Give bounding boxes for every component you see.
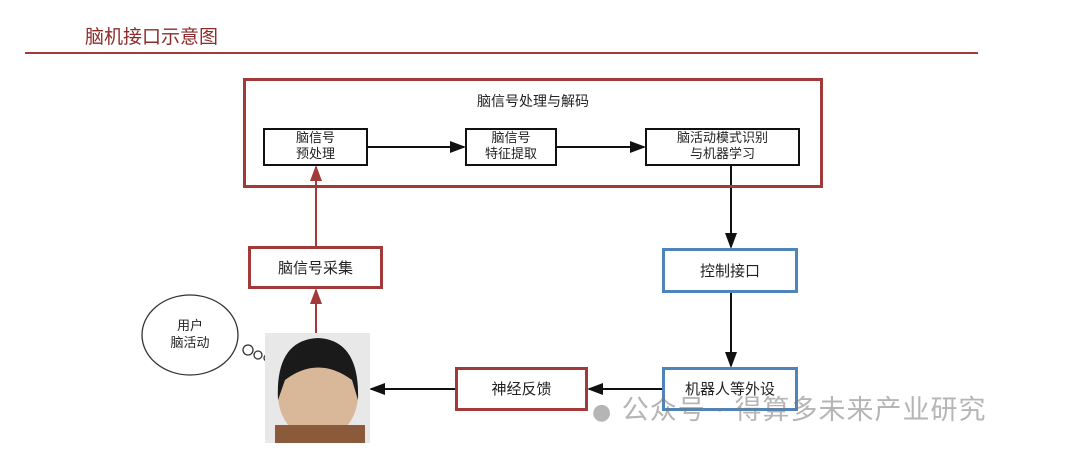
thought-cloud-icon xyxy=(141,294,271,376)
thought-line1: 用户 xyxy=(176,319,203,334)
wechat-icon: ● xyxy=(592,400,613,425)
feature-line1: 脑信号 xyxy=(491,131,531,146)
pattern-recognition-box: 脑活动模式识别与机器学习 xyxy=(645,128,800,166)
feature-line2: 特征提取 xyxy=(484,147,537,162)
preprocess-box: 脑信号预处理 xyxy=(263,128,368,166)
user-photo xyxy=(265,333,370,443)
preprocess-line2: 预处理 xyxy=(295,147,335,162)
figure-title: 脑机接口示意图 xyxy=(85,26,219,48)
processing-group-title: 脑信号处理与解码 xyxy=(477,94,589,110)
preprocess-line1: 脑信号 xyxy=(295,131,335,146)
recognition-line1: 脑活动模式识别 xyxy=(676,131,768,146)
control-interface-box: 控制接口 xyxy=(662,248,798,293)
title-divider xyxy=(25,52,978,54)
thought-text: 用户脑活动 xyxy=(150,318,230,352)
processing-decoding-group xyxy=(243,78,823,188)
signal-acquisition-box: 脑信号采集 xyxy=(248,246,383,289)
peripherals-box: 机器人等外设 xyxy=(662,367,798,411)
thought-line2: 脑活动 xyxy=(170,336,210,351)
neural-feedback-box: 神经反馈 xyxy=(455,367,588,411)
watermark-text: 公众号 · 得算多未来产业研究 xyxy=(621,395,987,426)
watermark: ● 公众号 · 得算多未来产业研究 xyxy=(592,388,987,427)
recognition-line2: 与机器学习 xyxy=(689,147,755,162)
feature-extraction-box: 脑信号特征提取 xyxy=(465,128,557,166)
